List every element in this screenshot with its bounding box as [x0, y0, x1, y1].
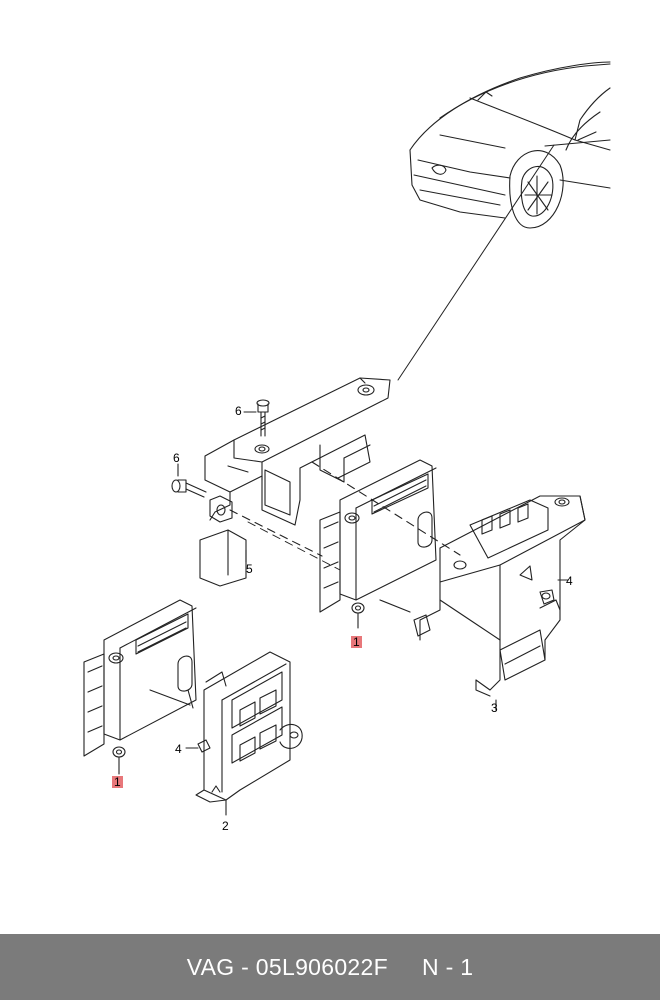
bolt-6-left	[171, 479, 207, 498]
callout-2: 2	[222, 819, 229, 833]
callout-1-lower: 1	[112, 775, 123, 789]
ecu-unit-upper	[319, 459, 437, 629]
bolt-6-top	[256, 399, 270, 437]
callout-5: 5	[246, 562, 253, 576]
callout-6-top: 6	[235, 404, 242, 418]
callout-3: 3	[491, 701, 498, 715]
callout-4-right: 4	[566, 574, 573, 588]
quantity-label: N - 1	[421, 953, 474, 980]
part-number-label: VAG - 05L906022F	[186, 953, 388, 980]
car-illustration	[409, 61, 611, 229]
callout-6-left: 6	[173, 451, 180, 465]
holder-bracket-2	[195, 651, 303, 816]
part-number-footer: VAG - 05L906022F N - 1	[0, 934, 660, 1000]
exploded-parts-diagram	[83, 61, 611, 816]
ecu-unit-lower	[83, 599, 197, 775]
mounting-bracket-3	[413, 495, 586, 711]
clip-4-left	[185, 739, 211, 753]
mounting-bracket-upper	[199, 377, 391, 587]
callout-1-upper: 1	[351, 635, 362, 649]
callout-4-left: 4	[175, 742, 182, 756]
